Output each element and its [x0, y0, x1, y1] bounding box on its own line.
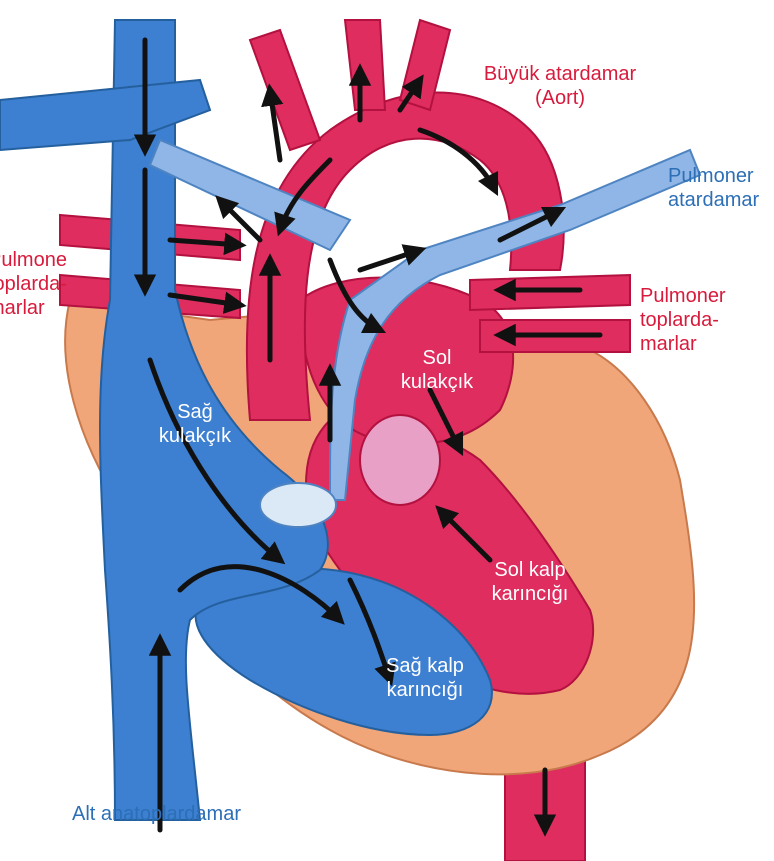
aorta-label: Büyük atardamar (Aort) [470, 62, 650, 110]
pulmonary-artery-label-line1: Pulmoner [668, 164, 774, 188]
pulmonary-veins-right-label-line2: toplarda- [640, 308, 770, 332]
pulmonary-veins-left-label: Pulmoner toplarda- marlar [0, 248, 68, 320]
pulmonary-veins-right-label: Pulmoner toplarda- marlar [640, 284, 770, 356]
left-atrium-label-line2: kulakçık [382, 370, 492, 394]
pulmonary-veins-left-label-line3: marlar [0, 296, 68, 320]
pulmonary-veins-left-label-line1: Pulmoner [0, 248, 68, 272]
left-ventricle-label: Sol kalp karıncığı [470, 558, 590, 606]
aorta-label-line2: (Aort) [470, 86, 650, 110]
pulmonary-veins-left-label-line2: toplarda- [0, 272, 68, 296]
right-atrium-label-line2: kulakçık [140, 424, 250, 448]
pulmonary-veins-right-label-line1: Pulmoner [640, 284, 770, 308]
aorta-label-line1: Büyük atardamar [470, 62, 650, 86]
aortic-valve [360, 415, 440, 505]
left-atrium-label: Sol kulakçık [382, 346, 492, 394]
pulmonary-veins-right-label-line3: marlar [640, 332, 770, 356]
brachiocephalic-vein [0, 80, 210, 150]
inferior-vena-cava-label: Alt anatoplardamar [72, 802, 322, 826]
pulmonary-artery-label: Pulmoner atardamar [668, 164, 774, 212]
right-atrium-label: Sağ kulakçık [140, 400, 250, 448]
right-ventricle-label-line1: Sağ kalp [365, 654, 485, 678]
pulmonary-valve [260, 483, 336, 527]
aortic-branch-2 [345, 20, 385, 110]
aortic-branch-1 [250, 30, 320, 150]
right-ventricle-label-line2: karıncığı [365, 678, 485, 702]
left-ventricle-label-line2: karıncığı [470, 582, 590, 606]
right-atrium-label-line1: Sağ [140, 400, 250, 424]
left-ventricle-label-line1: Sol kalp [470, 558, 590, 582]
left-atrium-label-line1: Sol [382, 346, 492, 370]
right-ventricle-label: Sağ kalp karıncığı [365, 654, 485, 702]
pulmonary-artery-label-line2: atardamar [668, 188, 774, 212]
